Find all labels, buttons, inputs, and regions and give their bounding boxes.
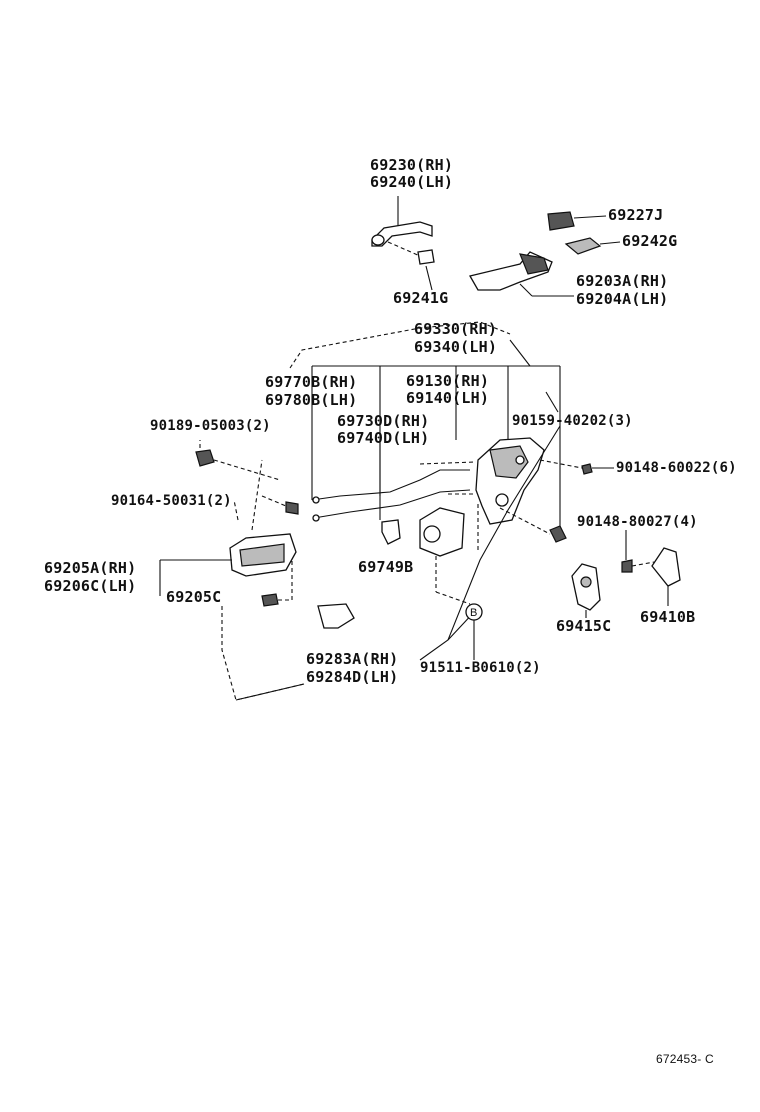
label-69230-rh: 69230(RH) <box>370 156 454 174</box>
handle-gasket-part <box>387 241 435 291</box>
label-69740d-lh: 69740D(LH) <box>337 429 430 447</box>
door-lock-assembly <box>419 437 583 535</box>
label-69284d-lh: 69284D(LH) <box>306 668 399 686</box>
label-69241g: 69241G <box>393 289 449 307</box>
label-91511-b0610: 91511-B0610(2) <box>420 660 541 676</box>
handle-frame-part <box>469 251 574 297</box>
label-69283a-rh: 69283A(RH) <box>306 650 399 668</box>
label-90164-50031: 90164-50031(2) <box>111 493 232 509</box>
striker-cover-part <box>571 563 601 618</box>
label-69415c: 69415C <box>556 617 612 635</box>
label-69330-rh: 69330(RH) <box>414 320 498 338</box>
screws <box>195 440 633 607</box>
label-69410b: 69410B <box>640 608 696 626</box>
label-69205a-rh: 69205A(RH) <box>44 559 137 577</box>
control-cables <box>311 432 471 522</box>
striker-part <box>631 547 681 606</box>
label-69340-lh: 69340(LH) <box>414 338 498 356</box>
label-90159-40202: 90159-40202(3) <box>512 413 633 429</box>
label-69730d-rh: 69730D(RH) <box>337 412 430 430</box>
label-69780b-lh: 69780B(LH) <box>265 391 358 409</box>
label-69749b: 69749B <box>358 558 414 576</box>
callout-b-marker <box>465 603 483 660</box>
drawing-code: 672453- C <box>656 1052 714 1066</box>
label-69203a-rh: 69203A(RH) <box>576 272 669 290</box>
label-69204a-lh: 69204A(LH) <box>576 290 669 308</box>
label-69206c-lh: 69206C(LH) <box>44 577 137 595</box>
label-69140-lh: 69140(LH) <box>406 389 490 407</box>
outside-handle-part <box>371 196 433 247</box>
label-69130-rh: 69130(RH) <box>406 372 490 390</box>
callout-b-letter: B <box>470 607 478 619</box>
label-69240-lh: 69240(LH) <box>370 173 454 191</box>
inside-handle-part <box>159 459 297 596</box>
pad-69242g-part <box>564 237 621 255</box>
label-90189-05003: 90189-05003(2) <box>150 418 271 434</box>
label-69770b-rh: 69770B(RH) <box>265 373 358 391</box>
lock-actuator-part <box>381 504 479 605</box>
label-90148-80027: 90148-80027(4) <box>577 514 698 530</box>
pad-69227j-part <box>547 211 607 231</box>
label-90148-60022: 90148-60022(6) <box>616 460 737 476</box>
lower-outline <box>221 425 561 701</box>
label-69242g: 69242G <box>622 232 678 250</box>
label-69227j: 69227J <box>608 206 664 224</box>
label-69205c: 69205C <box>166 588 222 606</box>
